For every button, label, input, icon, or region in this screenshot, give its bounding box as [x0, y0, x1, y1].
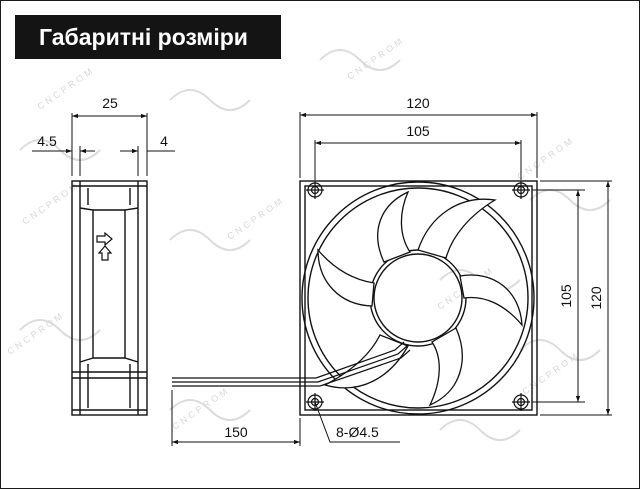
mounting-holes	[306, 181, 530, 411]
overall-height-label: 120	[588, 286, 604, 310]
depth-dimension-label: 25	[102, 95, 118, 111]
fan-blade	[428, 327, 463, 407]
mounting-hole	[306, 181, 324, 199]
watermark-text: CNCPROM	[515, 135, 576, 182]
fan-cable	[172, 341, 411, 387]
overall-width-label: 120	[406, 95, 430, 111]
hole-spacing-height-label: 105	[558, 284, 574, 308]
fan-blade	[317, 248, 375, 307]
watermark-text: CNCPROM	[35, 65, 96, 112]
side-view	[71, 180, 148, 416]
mounting-holes-label: 8-Ø4.5	[336, 424, 379, 440]
watermark-text: CNCPROM	[345, 35, 406, 82]
watermark-text: CNCPROM	[5, 310, 66, 357]
side-view-dimensions	[32, 113, 175, 176]
watermark-text: CNCPROM	[520, 350, 581, 397]
watermark-text: CNCPROM	[225, 195, 286, 242]
hole-spacing-width-label: 105	[406, 123, 430, 139]
page-title: Габаритні розміри	[15, 15, 281, 59]
fan-blade	[377, 190, 411, 263]
front-view-dimensions	[171, 112, 612, 446]
fan-blade	[417, 198, 497, 259]
watermark-layer: CNCPROM CNCPROM CNCPROM CNCPROM CNCPROM …	[5, 35, 611, 441]
fan-blades	[317, 190, 523, 407]
left-inset-dimension-label: 4.5	[37, 133, 57, 149]
right-inset-dimension-label: 4	[160, 133, 168, 149]
mounting-hole	[512, 181, 530, 199]
fan-blade	[459, 274, 523, 327]
watermark-text: CNCPROM	[170, 385, 231, 432]
cable-length-label: 150	[224, 424, 248, 440]
mounting-hole	[512, 393, 530, 411]
front-view	[299, 180, 538, 416]
fan-blade	[323, 334, 409, 389]
